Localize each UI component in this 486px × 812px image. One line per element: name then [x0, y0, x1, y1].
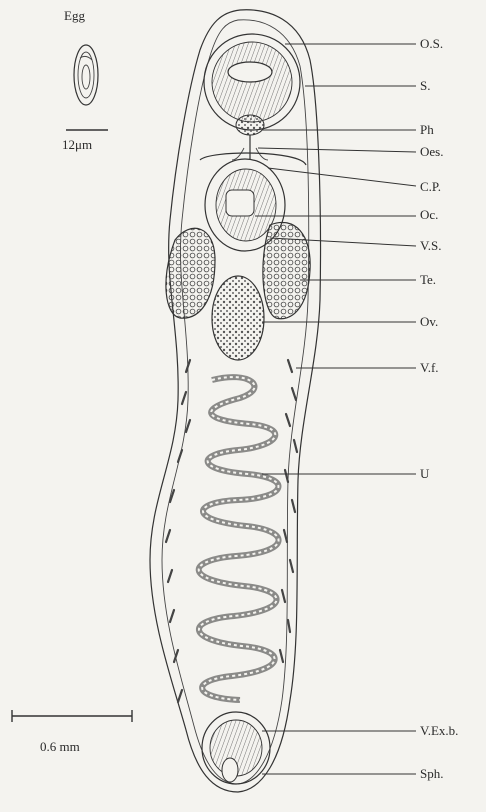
- label-cirrus-pouch: C.P.: [420, 180, 441, 194]
- label-oral-sucker: O.S.: [420, 37, 443, 51]
- label-testis: Te.: [420, 273, 436, 287]
- label-oesophagus: Oes.: [420, 145, 443, 159]
- egg-scale-label: 12μm: [62, 138, 92, 152]
- scale-label: 0.6 mm: [40, 740, 80, 754]
- egg-figure: [66, 45, 108, 130]
- label-sph: Sph.: [420, 767, 443, 781]
- label-uterus: U: [420, 467, 429, 481]
- scale-bar: [12, 710, 132, 722]
- label-oc: Oc.: [420, 208, 438, 222]
- posterior-sucker: [202, 712, 270, 784]
- label-s: S.: [420, 79, 430, 93]
- label-pharynx: Ph: [420, 123, 434, 137]
- uterus: [199, 377, 279, 700]
- egg-caption: Egg: [64, 9, 85, 23]
- label-vexb: V.Ex.b.: [420, 724, 458, 738]
- label-vf: V.f.: [420, 361, 439, 375]
- label-ovary: Ov.: [420, 315, 438, 329]
- vitelline-follicles: [166, 360, 297, 702]
- label-vs: V.S.: [420, 239, 441, 253]
- leader-lines: [255, 44, 416, 774]
- ovary: [212, 276, 264, 360]
